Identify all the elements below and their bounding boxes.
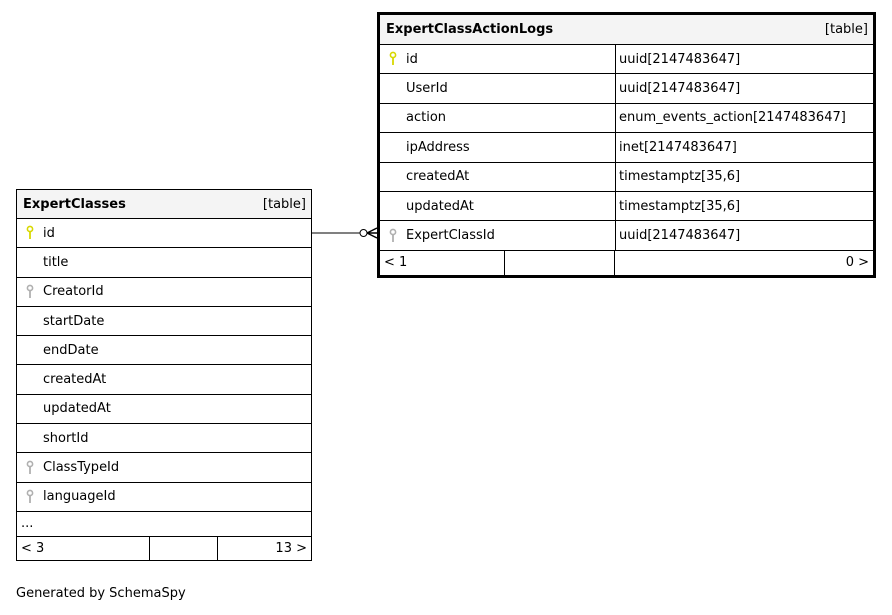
column-name-cell: createdAt [380, 163, 615, 191]
column-name: ClassTypeId [43, 460, 120, 476]
table-kind: [table] [262, 196, 306, 212]
column-name-cell: languageId [17, 483, 311, 511]
column-name-cell: updatedAt [380, 192, 615, 220]
column-name: ExpertClassId [406, 228, 495, 244]
column-type: uuid[2147483647] [615, 221, 873, 250]
column-name-cell: id [17, 219, 311, 247]
column-type: uuid[2147483647] [615, 74, 873, 103]
column-name: endDate [43, 342, 99, 358]
column-row[interactable]: ExpertClassId uuid[2147483647] [380, 221, 873, 251]
column-type: inet[2147483647] [615, 133, 873, 162]
column-type: enum_events_action[2147483647] [615, 103, 873, 133]
column-name: createdAt [406, 169, 470, 185]
column-row[interactable]: createdAt timestamptz[35,6] [380, 162, 873, 192]
column-name-cell: CreatorId [17, 278, 311, 306]
column-row[interactable]: UserId uuid[2147483647] [380, 74, 873, 104]
foreign-key-icon [380, 228, 406, 244]
column-name: languageId [43, 489, 116, 505]
column-name-cell: UserId [380, 74, 615, 102]
table-expertclassactionlogs[interactable]: ExpertClassActionLogs [table] id uuid[214… [377, 12, 876, 278]
column-name: id [406, 51, 418, 67]
column-name: UserId [406, 81, 448, 97]
column-row[interactable]: id uuid[2147483647] [380, 45, 873, 75]
table-name: ExpertClassActionLogs [386, 22, 554, 37]
column-row[interactable]: updatedAt [17, 395, 311, 425]
table-header: ExpertClassActionLogs [table] [380, 15, 873, 45]
column-name-cell: ExpertClassId [380, 221, 615, 249]
generated-by-label: Generated by SchemaSpy [16, 586, 186, 601]
crows-foot-many-marker [366, 227, 378, 239]
table-kind: [table] [824, 22, 868, 37]
primary-key-icon [380, 51, 406, 67]
more-columns-row: ... [17, 512, 311, 537]
children-count[interactable]: 13 > [275, 540, 307, 556]
table-header: ExpertClasses [table] [17, 190, 311, 219]
column-row[interactable]: action enum_events_action[2147483647] [380, 103, 873, 134]
primary-key-icon [17, 225, 43, 241]
column-name: shortId [43, 430, 89, 446]
column-name-cell: action [380, 104, 615, 132]
column-row[interactable]: title [17, 248, 311, 278]
foreign-key-icon [17, 460, 43, 476]
column-name: CreatorId [43, 284, 104, 300]
column-name-cell: createdAt [17, 365, 311, 393]
column-name-cell: title [17, 248, 311, 276]
column-row[interactable]: startDate [17, 307, 311, 337]
column-name-cell: ipAddress [380, 133, 615, 161]
column-name: action [406, 110, 447, 126]
footer-spacer [505, 250, 615, 275]
footer-spacer [150, 536, 218, 560]
column-row[interactable]: CreatorId [17, 278, 311, 307]
column-name-cell: updatedAt [17, 395, 311, 423]
column-name-cell: endDate [17, 336, 311, 364]
column-name-cell: shortId [17, 424, 311, 452]
table-name: ExpertClasses [23, 196, 126, 212]
column-name: updatedAt [43, 401, 111, 417]
parents-count[interactable]: < 3 [17, 536, 150, 560]
column-name: title [43, 254, 69, 270]
table-footer: < 1 0 > [380, 250, 873, 275]
table-footer: < 3 13 > [17, 536, 311, 560]
column-row[interactable]: endDate [17, 336, 311, 366]
column-name-cell: startDate [17, 307, 311, 335]
column-row[interactable]: shortId [17, 424, 311, 454]
children-count[interactable]: 0 > [845, 255, 869, 271]
zero-optional-marker [359, 229, 368, 237]
column-name: ipAddress [406, 139, 470, 155]
more-columns: ... [21, 516, 34, 532]
foreign-key-icon [17, 284, 43, 300]
column-name: startDate [43, 313, 105, 329]
foreign-key-icon [17, 489, 43, 505]
column-row[interactable]: createdAt [17, 365, 311, 395]
column-name-cell: ClassTypeId [17, 453, 311, 481]
column-name: updatedAt [406, 198, 474, 214]
column-row[interactable]: ClassTypeId [17, 453, 311, 483]
column-name-cell: id [380, 45, 615, 73]
column-type: timestamptz[35,6] [615, 162, 873, 191]
column-name: id [43, 225, 55, 241]
column-row[interactable]: id [17, 219, 311, 249]
column-name: createdAt [43, 372, 107, 388]
column-type: uuid[2147483647] [615, 45, 873, 74]
column-row[interactable]: languageId [17, 483, 311, 512]
column-row[interactable]: ipAddress inet[2147483647] [380, 133, 873, 163]
column-row[interactable]: updatedAt timestamptz[35,6] [380, 191, 873, 222]
column-type: timestamptz[35,6] [615, 191, 873, 221]
parents-count[interactable]: < 1 [380, 250, 505, 275]
